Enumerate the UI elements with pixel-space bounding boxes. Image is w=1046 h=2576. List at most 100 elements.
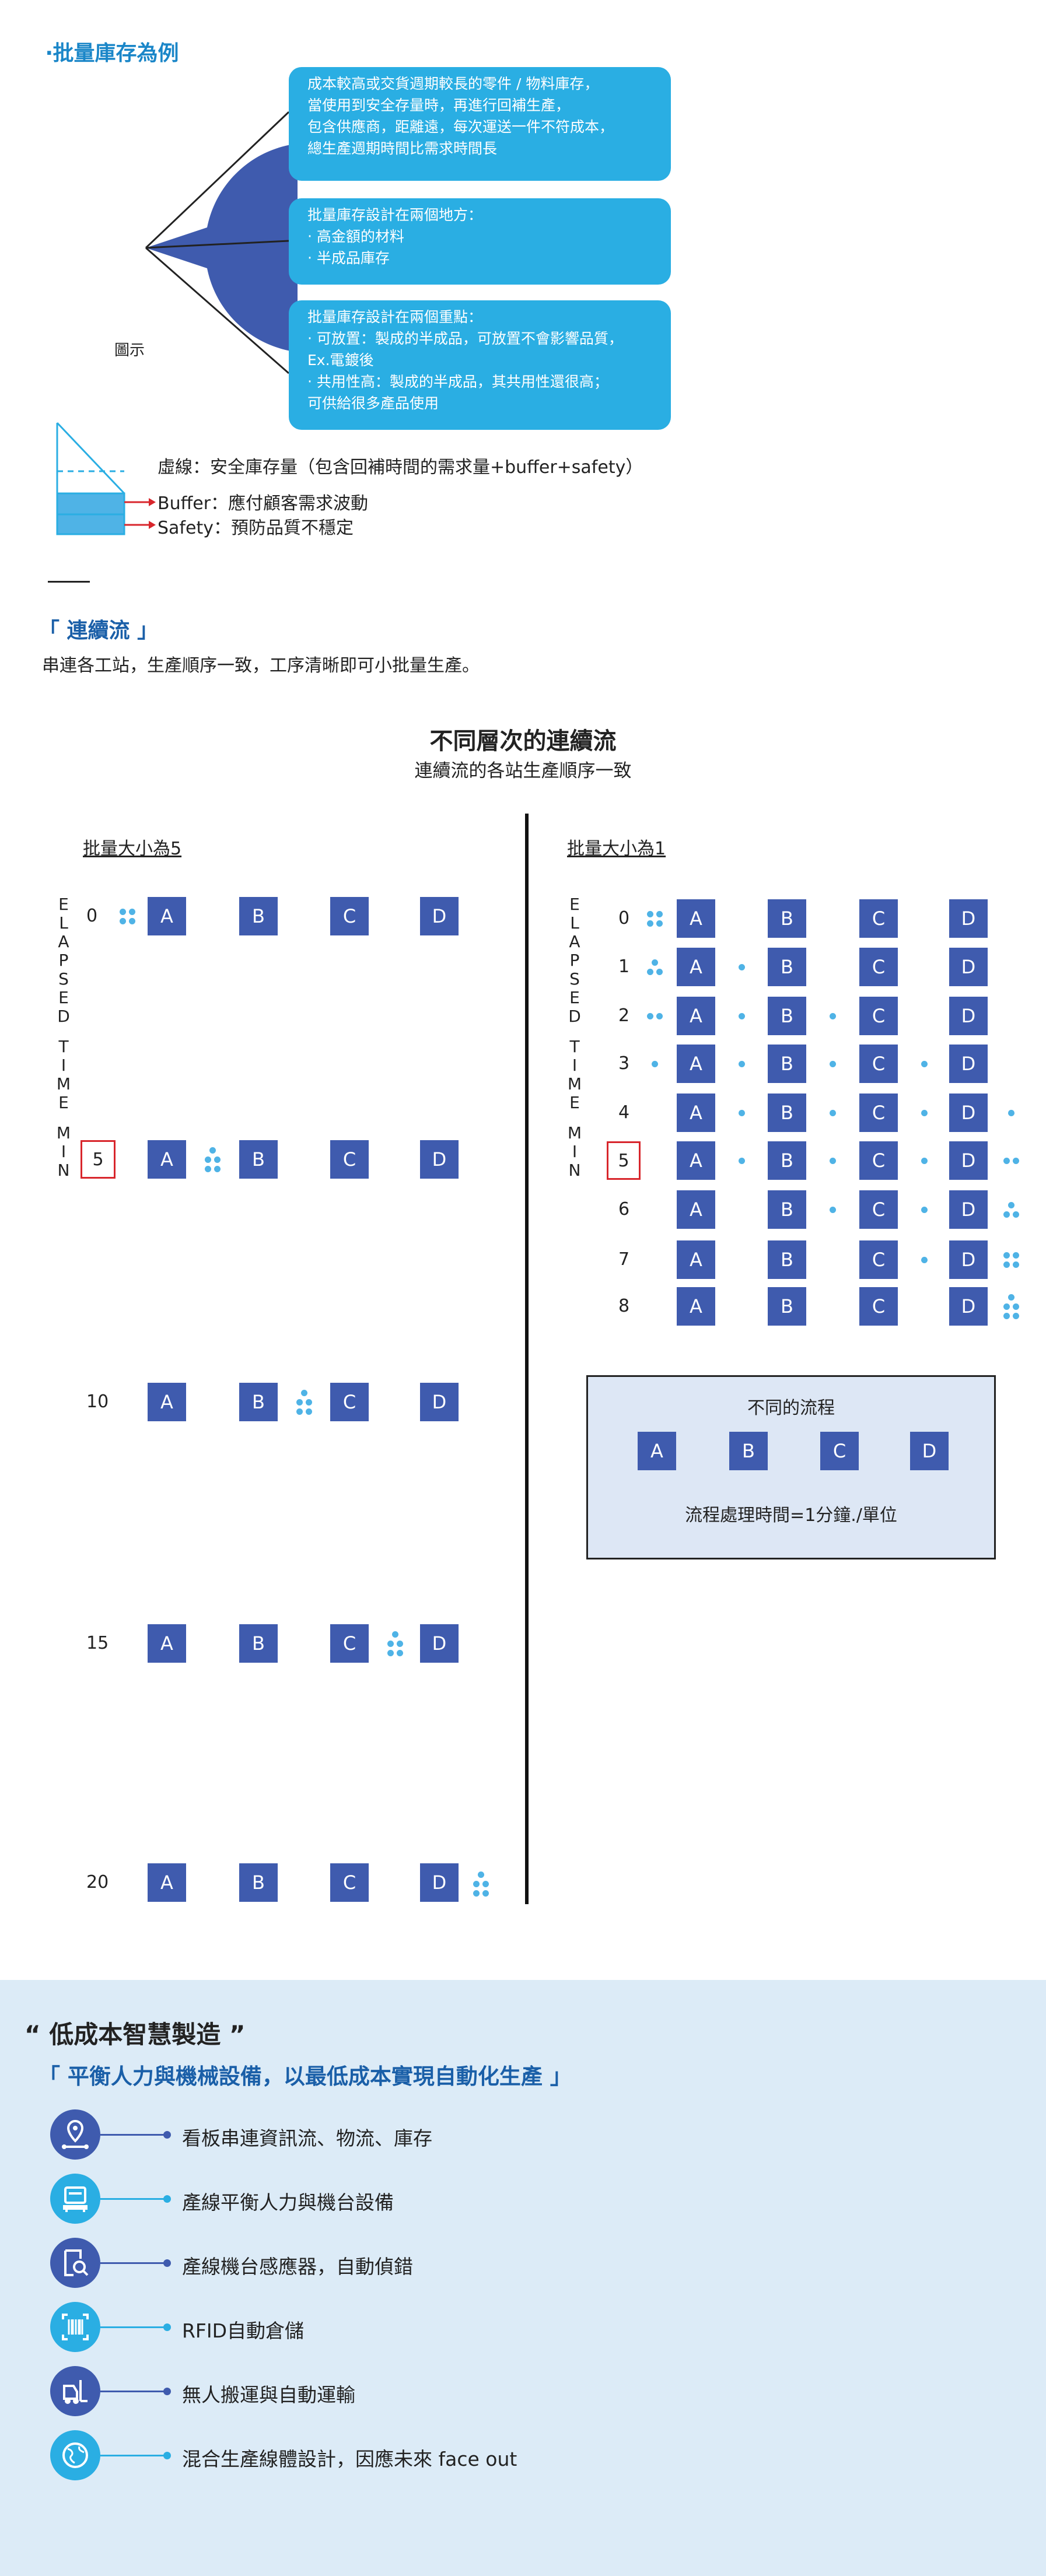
wip-unit-dot xyxy=(306,1408,312,1415)
elapsed-time-letter: M xyxy=(567,1123,582,1142)
wip-unit-dot xyxy=(1008,1294,1014,1301)
station-c: C xyxy=(859,1045,898,1083)
arrow-icon xyxy=(149,498,156,506)
time-label: 0 xyxy=(86,906,98,926)
arrow-icon xyxy=(149,521,156,529)
station-b: B xyxy=(768,1190,806,1229)
station-c: C xyxy=(859,1190,898,1229)
connector-dot xyxy=(163,2452,171,2459)
station-a: A xyxy=(148,897,186,935)
elapsed-time-letter: A xyxy=(58,932,69,951)
elapsed-time-letter: L xyxy=(59,913,68,933)
elapsed-time-letter: S xyxy=(58,969,69,989)
connector-line xyxy=(100,2391,166,2392)
station-c: C xyxy=(330,1863,369,1902)
station-d: D xyxy=(420,1624,459,1663)
elapsed-time-letter: I xyxy=(61,1056,67,1075)
connector-dot xyxy=(163,2388,171,2395)
connector-line xyxy=(100,2134,166,2136)
process-legend-box: 不同的流程 A B C D 流程處理時間=1分鐘./單位 xyxy=(586,1375,996,1559)
station-d: D xyxy=(949,899,988,938)
safety-layer xyxy=(56,513,125,535)
wip-unit-dot xyxy=(482,1890,489,1897)
station-c: C xyxy=(330,897,369,935)
wip-unit-dot xyxy=(830,1013,836,1019)
elapsed-time-letter: E xyxy=(58,988,69,1007)
connector-dot xyxy=(163,2259,171,2267)
machine-badge xyxy=(50,2174,100,2224)
rfid-badge xyxy=(50,2302,100,2352)
info-bubble-2: 批量庫存設計在兩個地方： ‧ 高金額的材料 ‧ 半成品庫存 xyxy=(289,198,671,285)
elapsed-time-letter: E xyxy=(569,895,580,914)
wip-unit-dot xyxy=(387,1641,394,1647)
sensor-search-badge xyxy=(50,2238,100,2288)
wip-unit-dot xyxy=(1003,1313,1010,1319)
wip-unit-dot xyxy=(921,1257,928,1263)
info-bubble-3: 批量庫存設計在兩個重點： ‧ 可放置：製成的半成品，可放置不會影響品質， Ex.… xyxy=(289,300,671,430)
station-b: B xyxy=(239,1624,278,1663)
right-heading: 批量大小為1 xyxy=(567,839,666,859)
legend-station-d: D xyxy=(910,1432,949,1470)
station-c: C xyxy=(859,1240,898,1279)
wip-unit-dot xyxy=(397,1641,403,1647)
station-b: B xyxy=(768,1141,806,1180)
station-a: A xyxy=(677,948,715,986)
legend-box-note: 流程處理時間=1分鐘./單位 xyxy=(685,1505,897,1526)
time-label: 0 xyxy=(618,908,630,928)
station-a: A xyxy=(677,997,715,1035)
legend-safety-text: Safety：預防品質不穩定 xyxy=(158,518,354,538)
connector-line xyxy=(100,2455,166,2456)
wip-unit-dot xyxy=(120,918,126,924)
station-b: B xyxy=(768,899,806,938)
wip-unit-dot xyxy=(296,1399,303,1406)
machine-icon xyxy=(50,2186,100,2226)
wip-unit-dot xyxy=(652,1061,658,1067)
wip-unit-dot xyxy=(652,959,658,966)
divider xyxy=(48,581,90,583)
wip-unit-dot xyxy=(921,1061,928,1067)
globe-badge xyxy=(50,2430,100,2480)
station-d: D xyxy=(949,1094,988,1132)
station-c: C xyxy=(859,997,898,1035)
elapsed-time-letter: I xyxy=(61,1142,67,1161)
time-marker-highlight: 5 xyxy=(81,1140,116,1179)
wip-unit-dot xyxy=(921,1110,928,1116)
station-a: A xyxy=(677,1287,715,1326)
wip-unit-dot xyxy=(647,911,653,917)
station-a: A xyxy=(148,1863,186,1902)
inventory-level-graphic xyxy=(56,422,156,535)
wip-unit-dot xyxy=(214,1166,221,1172)
location-pin-icon xyxy=(50,2119,100,2162)
section-title: ‧批量庫存為例 xyxy=(46,41,179,65)
elapsed-time-letter: S xyxy=(569,969,580,989)
station-d: D xyxy=(949,1190,988,1229)
pie-caption: 圖示 xyxy=(114,342,145,359)
station-d: D xyxy=(420,1140,459,1179)
pie-diagram xyxy=(145,111,298,374)
wip-unit-dot xyxy=(921,1207,928,1213)
diagram-subtitle: 連續流的各站生產順序一致 xyxy=(414,760,632,781)
wip-unit-dot xyxy=(1013,1252,1019,1259)
wip-unit-dot xyxy=(1008,1110,1014,1116)
wip-unit-dot xyxy=(478,1871,484,1878)
wip-unit-dot xyxy=(830,1158,836,1164)
wip-unit-dot xyxy=(656,920,663,927)
wip-unit-dot xyxy=(830,1207,836,1213)
elapsed-time-letter: N xyxy=(568,1161,581,1180)
legend-station-b: B xyxy=(729,1432,768,1470)
time-marker-highlight: 5 xyxy=(607,1141,641,1180)
station-b: B xyxy=(239,1140,278,1179)
station-d: D xyxy=(420,897,459,935)
connector-line xyxy=(100,2262,166,2264)
time-label: 20 xyxy=(86,1872,109,1892)
station-a: A xyxy=(148,1383,186,1421)
elapsed-time-letter: M xyxy=(56,1123,71,1142)
station-d: D xyxy=(949,1045,988,1083)
station-b: B xyxy=(768,1094,806,1132)
feature-item-text: RFID自動倉儲 xyxy=(182,2319,305,2342)
connector-line-2 xyxy=(145,240,289,249)
wip-unit-dot xyxy=(647,1013,653,1019)
left-heading: 批量大小為5 xyxy=(83,839,182,859)
legend-box-title: 不同的流程 xyxy=(747,1398,835,1418)
wip-unit-dot xyxy=(301,1390,307,1396)
